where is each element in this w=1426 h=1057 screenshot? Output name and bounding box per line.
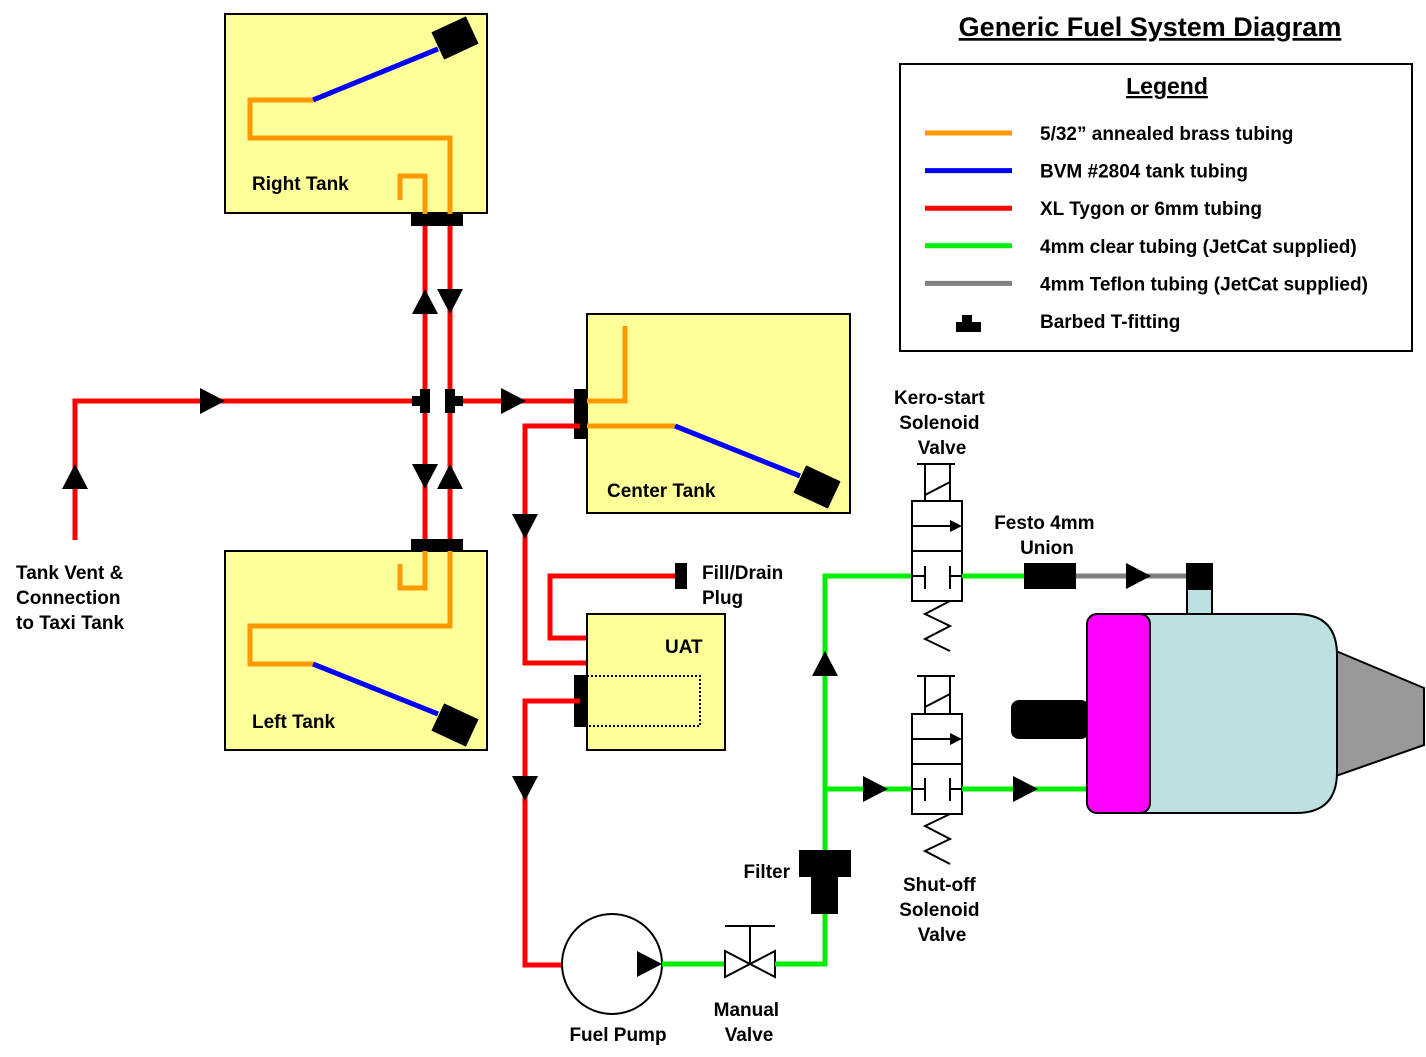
- legend-label: 4mm Teflon tubing (JetCat supplied): [1040, 274, 1368, 295]
- shutoff-valve-label: Shut-off Solenoid Valve: [899, 875, 985, 946]
- uat: UAT: [574, 613, 726, 751]
- engine-inlet-fitting-icon: [1186, 563, 1213, 590]
- fuel-pump-label: Fuel Pump: [569, 1025, 666, 1046]
- filter-label: Filter: [744, 862, 791, 883]
- vent-line: [72, 398, 425, 540]
- t-fitting-icon: [412, 396, 422, 406]
- fill-drain-line: [547, 573, 680, 641]
- flow-arrow-right-icon: [1013, 776, 1038, 802]
- filter-body-icon: [811, 876, 838, 914]
- diagram-title: Generic Fuel System Diagram: [959, 12, 1342, 42]
- engine-intake: [1086, 613, 1151, 814]
- solenoid-coil: [924, 675, 951, 715]
- t-fitting-icon: [962, 315, 972, 323]
- clunk-weight-icon: [431, 16, 479, 60]
- festo-union-icon: [1024, 563, 1076, 589]
- uat-label: UAT: [665, 637, 703, 658]
- legend-item: Barbed T-fitting: [956, 312, 1180, 333]
- tygon-line: [522, 423, 587, 666]
- uat-fitting: [574, 675, 587, 727]
- bvm-tube: [674, 423, 801, 479]
- tank-fitting: [411, 214, 463, 226]
- tygon-line: [522, 698, 580, 968]
- kero-start-solenoid-valve: Kero-start Solenoid Valve: [894, 388, 990, 652]
- legend-item: 5/32” annealed brass tubing: [925, 124, 1293, 145]
- brass-vent-tube: [587, 326, 628, 404]
- brass-tube: [247, 97, 453, 215]
- fuel-pump: Fuel Pump: [561, 913, 667, 1046]
- filter: Filter: [744, 850, 851, 914]
- valve-arrow-icon: [950, 520, 962, 532]
- engine-starter-icon: [1011, 700, 1089, 739]
- clunk-weight-icon: [431, 703, 479, 747]
- legend-label: 5/32” annealed brass tubing: [1040, 124, 1293, 145]
- left-tank: Left Tank: [224, 539, 488, 751]
- flow-arrow-down-icon: [512, 776, 538, 801]
- engine-body: [1129, 613, 1338, 814]
- tank-fitting: [411, 539, 463, 551]
- pump-arrow-icon: [637, 951, 662, 977]
- flow-arrow-right-icon: [1126, 563, 1151, 589]
- clunk-weight-icon: [793, 465, 841, 509]
- shut-off-solenoid-valve: Shut-off Solenoid Valve: [899, 675, 985, 946]
- manual-valve: Manual Valve: [714, 925, 785, 1046]
- engine-fuel-inlet: [1186, 588, 1213, 618]
- legend-item: 4mm Teflon tubing (JetCat supplied): [925, 274, 1368, 295]
- t-fitting-icon: [956, 322, 981, 332]
- brass-vent-tube: [397, 173, 428, 215]
- spring-icon: [922, 600, 953, 652]
- center-tank-label: Center Tank: [607, 481, 716, 502]
- flow-arrow-up-icon: [412, 289, 438, 314]
- fill-drain-plug-icon: [675, 563, 687, 589]
- bvm-tube: [312, 46, 439, 103]
- uat-body: [586, 613, 726, 751]
- legend-label: 4mm clear tubing (JetCat supplied): [1040, 237, 1357, 258]
- flow-arrow-down-icon: [437, 289, 463, 314]
- flow-arrow-right-icon: [501, 388, 526, 414]
- t-fitting-icon: [420, 389, 430, 413]
- solenoid-diag: [924, 693, 951, 708]
- brass-vent-tube: [397, 550, 428, 591]
- solenoid-diag: [924, 481, 951, 496]
- flow-arrow-right-icon: [200, 388, 225, 414]
- turbine-engine: [1011, 563, 1425, 814]
- brass-tube: [247, 550, 453, 667]
- fill-drain-label: Fill/Drain Plug: [702, 563, 789, 609]
- legend-label: BVM #2804 tank tubing: [1040, 162, 1248, 183]
- t-fitting-icon: [453, 396, 463, 406]
- t-fitting-icon: [445, 389, 455, 413]
- spring-icon: [922, 813, 953, 865]
- kero-valve-label: Kero-start Solenoid Valve: [894, 388, 990, 459]
- flow-arrow-up-icon: [812, 651, 838, 676]
- flow-arrow-right-icon: [863, 776, 888, 802]
- vent-label: Tank Vent & Connection to Taxi Tank: [16, 563, 129, 634]
- festo-union-label: Festo 4mm Union: [994, 513, 1100, 559]
- tank-fitting: [574, 389, 587, 439]
- legend-item: XL Tygon or 6mm tubing: [925, 199, 1262, 220]
- center-tank: Center Tank: [574, 313, 851, 514]
- flow-arrow-down-icon: [412, 464, 438, 489]
- legend-label: XL Tygon or 6mm tubing: [1040, 199, 1262, 220]
- clear-tube: [775, 905, 828, 967]
- flow-arrow-up-icon: [437, 464, 463, 489]
- right-tank-label: Right Tank: [252, 174, 349, 195]
- manual-valve-label: Manual Valve: [714, 1000, 785, 1046]
- legend-title: Legend: [1126, 73, 1208, 99]
- legend-item: BVM #2804 tank tubing: [925, 162, 1248, 183]
- flow-arrow-up-icon: [62, 464, 88, 489]
- solenoid-coil: [924, 463, 951, 502]
- clear-tube: [822, 573, 912, 850]
- flow-arrow-down-icon: [512, 514, 538, 539]
- filter-head-icon: [799, 850, 851, 877]
- bvm-tube: [312, 661, 439, 717]
- engine-nozzle: [1335, 649, 1425, 778]
- legend-item: 4mm clear tubing (JetCat supplied): [925, 237, 1357, 258]
- right-tank: Right Tank: [224, 13, 488, 226]
- valve-arrow-icon: [950, 733, 962, 745]
- left-tank-label: Left Tank: [252, 712, 335, 733]
- legend-label: Barbed T-fitting: [1040, 312, 1180, 333]
